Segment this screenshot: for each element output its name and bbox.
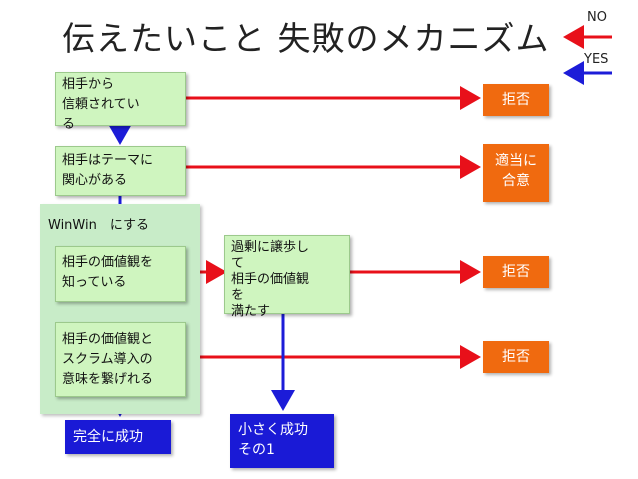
box-trust-line-1: 相手から [62, 77, 115, 92]
box-scrum-line-2: スクラム導入の [62, 352, 153, 367]
box-concede-line-2: て [231, 256, 245, 271]
box-concede: 過剰に譲歩し て 相手の価値観 を 満たす [224, 235, 350, 319]
result-reject-3: 拒否 [483, 341, 549, 373]
box-trust: 相手から 信頼されてい る [55, 72, 186, 132]
box-concede-line-3: 相手の価値観 [231, 272, 310, 287]
page-title: 伝えたいこと 失敗のメカニズム [62, 19, 550, 58]
result-agree-line-1: 適当に [495, 153, 537, 169]
result-reject-1: 拒否 [483, 84, 549, 116]
result-complete-success: 完全に成功 [65, 420, 171, 454]
legend-no-label: NO [587, 10, 607, 25]
box-interest-line-2: 関心がある [62, 173, 128, 188]
box-trust-line-2: 信頼されてい [62, 97, 140, 112]
box-values: 相手の価値観を 知っている [55, 246, 186, 302]
winwin-group-label: WinWin にする [48, 218, 149, 233]
result-small-success: 小さく成功 その1 [230, 414, 334, 468]
result-reject-2: 拒否 [483, 256, 549, 288]
box-trust-line-3: る [62, 117, 76, 132]
legend-yes-label: YES [584, 52, 609, 67]
box-interest-line-1: 相手はテーマに [62, 153, 154, 168]
result-agree-line-2: 合意 [502, 173, 530, 189]
box-concede-line-1: 過剰に譲歩し [231, 240, 310, 255]
box-values-line-2: 知っている [62, 275, 127, 290]
box-values-line-1: 相手の価値観を [62, 255, 154, 270]
box-interest: 相手はテーマに 関心がある [55, 146, 186, 196]
box-concede-line-5: 満たす [231, 304, 271, 319]
result-agree: 適当に 合意 [483, 144, 549, 202]
box-scrum-line-3: 意味を繋げれる [62, 372, 154, 387]
result-small-line-1: 小さく成功 [238, 422, 308, 438]
box-scrum: 相手の価値観と スクラム導入の 意味を繋げれる [55, 322, 186, 397]
box-scrum-line-1: 相手の価値観と [62, 332, 154, 347]
result-small-line-2: その1 [238, 442, 275, 458]
box-concede-line-4: を [231, 288, 245, 303]
